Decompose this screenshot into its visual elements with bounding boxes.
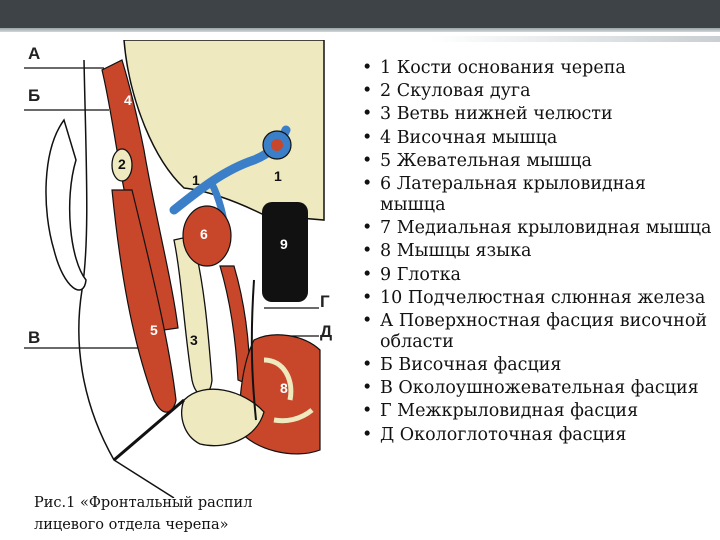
legend-item-text: В Околоушножевательная фасция (380, 378, 699, 398)
legend-item: • Б Височная фасция (356, 355, 716, 376)
legend-item-text: 8 Мышцы языка (380, 241, 531, 261)
bullet-icon: • (362, 401, 372, 422)
legend-item-text: А Поверхностная фасция височной области (380, 311, 707, 352)
legend-item: • 6 Латеральная крыловидная мышца (356, 174, 716, 216)
bullet-icon: • (362, 151, 372, 172)
bullet-icon: • (362, 288, 372, 309)
legend-item-text: 5 Жевательная мышца (380, 151, 592, 171)
legend-item-text: 1 Кости основания черепа (380, 58, 626, 78)
legend-list: • 1 Кости основания черепа • 2 Скуловая ду… (356, 58, 716, 448)
legend-item: • 1 Кости основания черепа (356, 58, 716, 79)
legend-item: • А Поверхностная фасция височной области (356, 311, 716, 353)
legend-item-text: 4 Височная мышца (380, 128, 557, 148)
bullet-icon: • (362, 241, 372, 262)
vessel-node-core (271, 139, 283, 151)
legend-item: • 8 Мышцы языка (356, 241, 716, 262)
legend-item: • 9 Глотка (356, 265, 716, 286)
legend-item-text: Г Межкрыловидная фасция (380, 401, 638, 421)
number-1-left: 1 (192, 172, 200, 188)
legend-item: • В Околоушножевательная фасция (356, 378, 716, 399)
anatomy-figure: А Б В Г Д 1 1 2 3 4 5 6 7 8 9 (24, 40, 344, 498)
legend-item-text: 9 Глотка (380, 265, 461, 285)
number-5: 5 (150, 322, 158, 338)
number-3: 3 (190, 332, 198, 348)
number-7: 7 (220, 310, 228, 326)
slide-accent-stripe (430, 36, 720, 42)
caption-line-2: лицевого отдела черепа» (34, 514, 334, 536)
slide-top-divider (0, 28, 720, 32)
bullet-icon: • (362, 311, 372, 332)
legend-item-text: 7 Медиальная крыловидная мышца (380, 218, 711, 238)
bullet-icon: • (362, 174, 372, 195)
pharynx (262, 202, 308, 302)
slide-top-bar (0, 0, 720, 28)
caption-line-1: Рис.1 «Фронтальный распил (34, 492, 334, 514)
number-2: 2 (118, 156, 126, 172)
label-d: Д (320, 322, 332, 342)
number-1-right: 1 (274, 168, 282, 184)
bullet-icon: • (362, 58, 372, 79)
bullet-icon: • (362, 104, 372, 125)
number-8: 8 (280, 380, 288, 396)
bullet-icon: • (362, 218, 372, 239)
bullet-icon: • (362, 425, 372, 446)
label-b: Б (28, 86, 40, 106)
ear-outline (46, 120, 86, 290)
legend-item-text: 6 Латеральная крыловидная мышца (380, 174, 646, 215)
label-v: В (28, 328, 40, 348)
legend-item-text: 10 Подчелюстная слюнная железа (380, 288, 705, 308)
figure-caption: Рис.1 «Фронтальный распил лицевого отдел… (34, 492, 334, 536)
legend-item: • 7 Медиальная крыловидная мышца (356, 218, 716, 239)
legend-item: • 10 Подчелюстная слюнная железа (356, 288, 716, 309)
legend-item: • 3 Ветвь нижней челюсти (356, 104, 716, 125)
legend-item-text: Д Окологлоточная фасция (380, 425, 626, 445)
bullet-icon: • (362, 378, 372, 399)
legend-item: • 2 Скуловая дуга (356, 81, 716, 102)
legend-item: • 4 Височная мышца (356, 128, 716, 149)
bullet-icon: • (362, 265, 372, 286)
anatomy-drawing (24, 40, 344, 498)
number-9: 9 (280, 236, 288, 252)
legend-item-text: 3 Ветвь нижней челюсти (380, 104, 613, 124)
legend-item: • 5 Жевательная мышца (356, 151, 716, 172)
number-4: 4 (124, 92, 132, 108)
number-6: 6 (200, 226, 208, 242)
fascia-line-lower (114, 400, 184, 460)
label-g: Г (320, 292, 330, 312)
legend-item-text: 2 Скуловая дуга (380, 81, 531, 101)
legend-item: • Г Межкрыловидная фасция (356, 401, 716, 422)
bullet-icon: • (362, 81, 372, 102)
bullet-icon: • (362, 128, 372, 149)
legend-item: • Д Окологлоточная фасция (356, 425, 716, 446)
bullet-icon: • (362, 355, 372, 376)
legend-item-text: Б Височная фасция (380, 355, 561, 375)
label-a: А (28, 44, 40, 64)
skull-base-bone (124, 40, 324, 220)
